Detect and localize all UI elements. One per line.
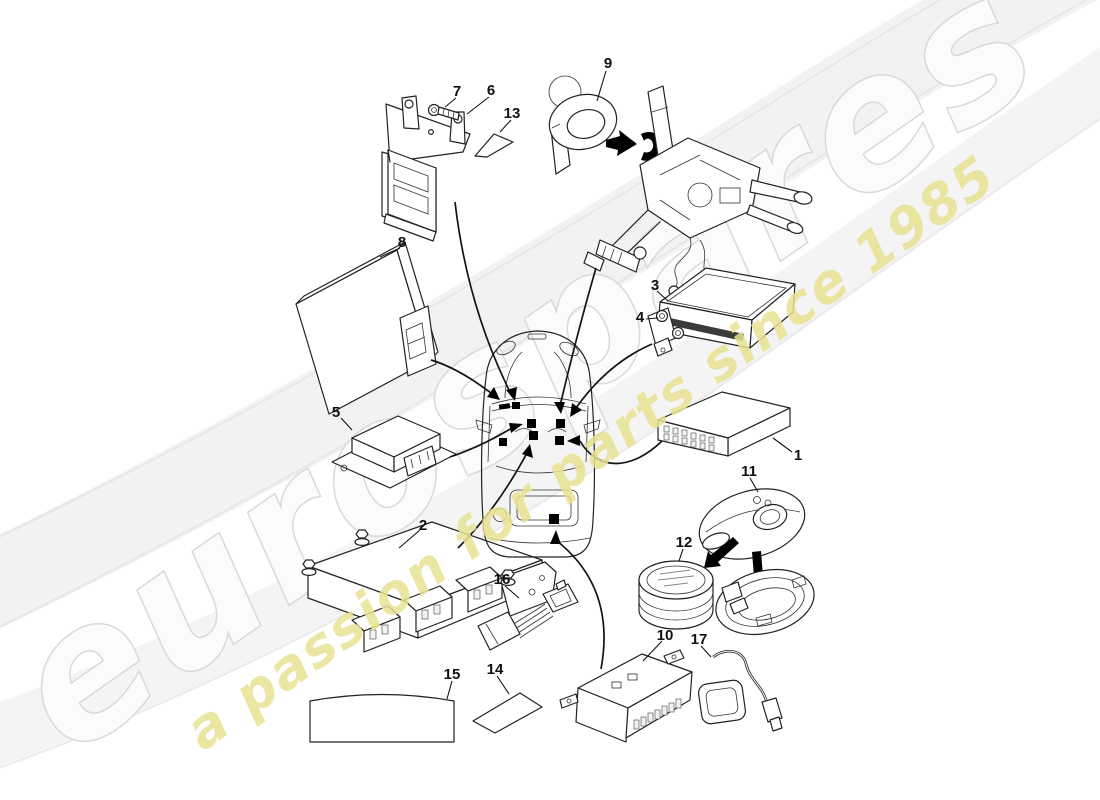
callout-15[interactable]: 15 bbox=[444, 666, 461, 683]
callout-16[interactable]: 16 bbox=[494, 571, 511, 588]
callout-labels: 1 2 3 4 5 6 7 8 9 10 11 12 13 14 15 16 1… bbox=[332, 55, 802, 700]
callout-2[interactable]: 2 bbox=[419, 517, 427, 534]
callout-6[interactable]: 6 bbox=[487, 82, 495, 99]
callout-1[interactable]: 1 bbox=[794, 447, 802, 464]
location-markers bbox=[498, 402, 565, 524]
grommets-4 bbox=[655, 309, 685, 340]
key-fob-11 bbox=[698, 488, 806, 560]
callout-4[interactable]: 4 bbox=[636, 309, 645, 326]
steering-column bbox=[583, 85, 813, 297]
right-mirror bbox=[583, 419, 601, 434]
module-3 bbox=[647, 267, 796, 357]
callout-14[interactable]: 14 bbox=[487, 661, 504, 678]
nut bbox=[500, 569, 516, 586]
callout-3[interactable]: 3 bbox=[651, 277, 659, 294]
left-mirror bbox=[475, 419, 493, 434]
callout-7[interactable]: 7 bbox=[453, 83, 461, 100]
callout-13[interactable]: 13 bbox=[504, 105, 521, 122]
bracket-6 bbox=[381, 95, 471, 242]
callout-11[interactable]: 11 bbox=[741, 463, 757, 480]
screw-7 bbox=[427, 103, 460, 121]
callout-9[interactable]: 9 bbox=[604, 55, 612, 72]
leader-arrows bbox=[430, 201, 663, 670]
module-8 bbox=[295, 241, 439, 415]
callout-10[interactable]: 10 bbox=[657, 627, 674, 644]
callout-17[interactable]: 17 bbox=[691, 631, 708, 648]
module-1 bbox=[657, 391, 791, 457]
install-arrow-icon bbox=[606, 130, 661, 161]
nut bbox=[354, 529, 370, 546]
connector-16 bbox=[477, 579, 579, 651]
callout-12[interactable]: 12 bbox=[676, 534, 693, 551]
callout-8[interactable]: 8 bbox=[398, 234, 406, 251]
panel-15 bbox=[309, 693, 455, 743]
battery-12 bbox=[638, 560, 714, 630]
callout-5[interactable]: 5 bbox=[332, 404, 340, 421]
sticker-14 bbox=[472, 692, 543, 734]
module-5 bbox=[331, 415, 457, 489]
explode-arrow-battery bbox=[704, 537, 739, 568]
module-2 bbox=[301, 521, 557, 653]
antenna-17 bbox=[697, 649, 783, 732]
module-10 bbox=[559, 649, 693, 743]
fob-case-back bbox=[715, 568, 815, 636]
nut bbox=[301, 559, 317, 576]
antenna-ring-9 bbox=[548, 75, 618, 175]
sticker-13 bbox=[474, 133, 514, 158]
